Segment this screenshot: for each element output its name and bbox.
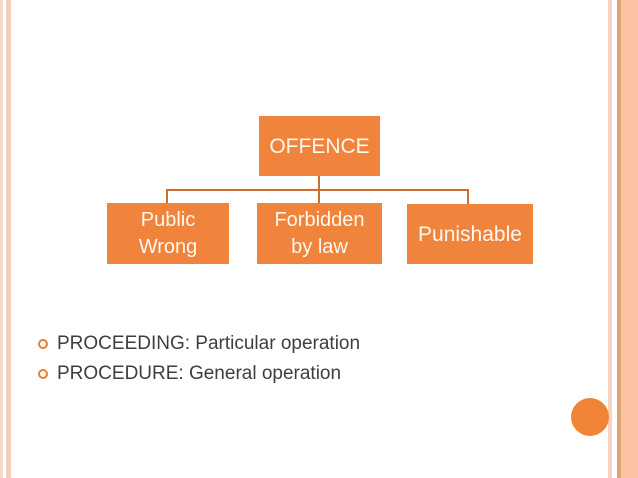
- bullet-ring-icon: [38, 369, 48, 379]
- bullet-item-proceeding-text: PROCEEDING: Particular operation: [57, 333, 361, 354]
- diagram-box-offence: OFFENCE: [259, 116, 380, 176]
- diagram-box-punishable-label: Punishable: [418, 222, 522, 246]
- connector-horizontal: [166, 189, 469, 191]
- left-edge-stripe-outer: [0, 0, 3, 478]
- connector-drop-right: [467, 189, 469, 205]
- corner-circle-decoration: [571, 398, 609, 436]
- connector-drop-left: [166, 189, 168, 204]
- right-edge-stripe-pale: [608, 0, 612, 478]
- diagram-box-public-wrong-line2: Wrong: [138, 235, 198, 258]
- bullet-item-procedure-text: PROCEDURE: General operation: [57, 363, 342, 384]
- bullet-item-procedure: PROCEDURE: General operation: [38, 362, 341, 386]
- diagram-box-public-wrong: Public Wrong: [107, 203, 229, 264]
- diagram-box-offence-label: OFFENCE: [269, 134, 370, 158]
- left-edge-stripe-inner: [6, 0, 11, 478]
- diagram-box-forbidden-line2: by law: [291, 235, 348, 258]
- bullet-item-proceeding: PROCEEDING: Particular operation: [38, 332, 360, 356]
- bullet-ring-icon: [38, 339, 48, 349]
- right-edge-band: [621, 0, 638, 478]
- connector-root-vertical: [318, 176, 320, 190]
- connector-drop-center: [318, 189, 320, 204]
- diagram-box-forbidden-by-law: Forbidden by law: [257, 203, 382, 264]
- diagram-box-public-wrong-line1: Public: [140, 208, 196, 231]
- right-edge-stripe-tan: [617, 0, 621, 478]
- diagram-box-forbidden-line1: Forbidden: [274, 208, 365, 231]
- diagram-box-punishable: Punishable: [407, 204, 533, 264]
